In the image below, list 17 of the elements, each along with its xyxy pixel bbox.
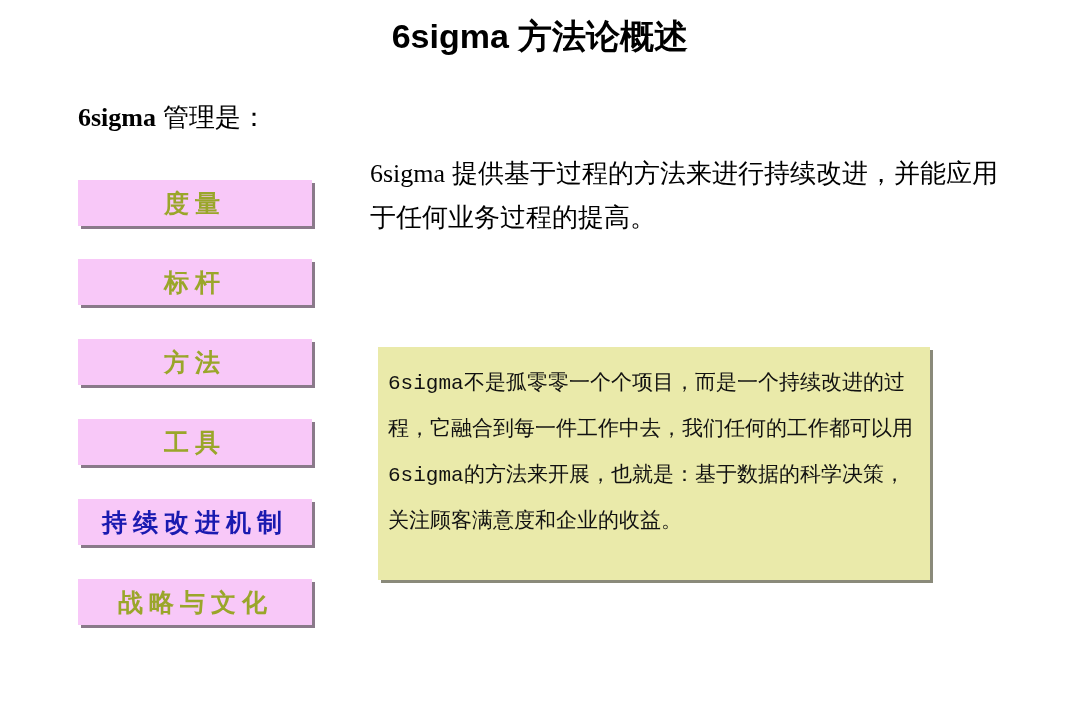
topic-box [78,579,312,625]
topic-box [78,499,312,545]
heading-text: 6sigma 管理是： [78,102,267,134]
note-box [378,347,930,580]
note-text: 6sigma不是孤零零一个个项目，而是一个持续改进的过程，它融合到每一件工作中去，我们任何的工作都可以用6sigma的方法来开展，也就是：基于数据的科学决策，关注顾客满意度和企业的收益。 [388,370,914,535]
topic-label: 战略与文化 [117,587,273,618]
topic-label: 持续改进机制 [102,507,288,538]
topic-box [78,180,312,226]
topic-label: 度量 [164,188,226,219]
title: 6sigma 方法论概述 [390,16,690,57]
topic-label: 工具 [164,427,226,458]
topic-box [78,339,312,385]
topic-label: 方法 [164,347,226,378]
topic-box [78,259,312,305]
intro-text: 6sigma 提供基于过程的方法来进行持续改进，并能应用于任何业务过程的提高。 [370,158,999,234]
topic-label: 标杆 [164,267,226,298]
topic-box [78,419,312,465]
